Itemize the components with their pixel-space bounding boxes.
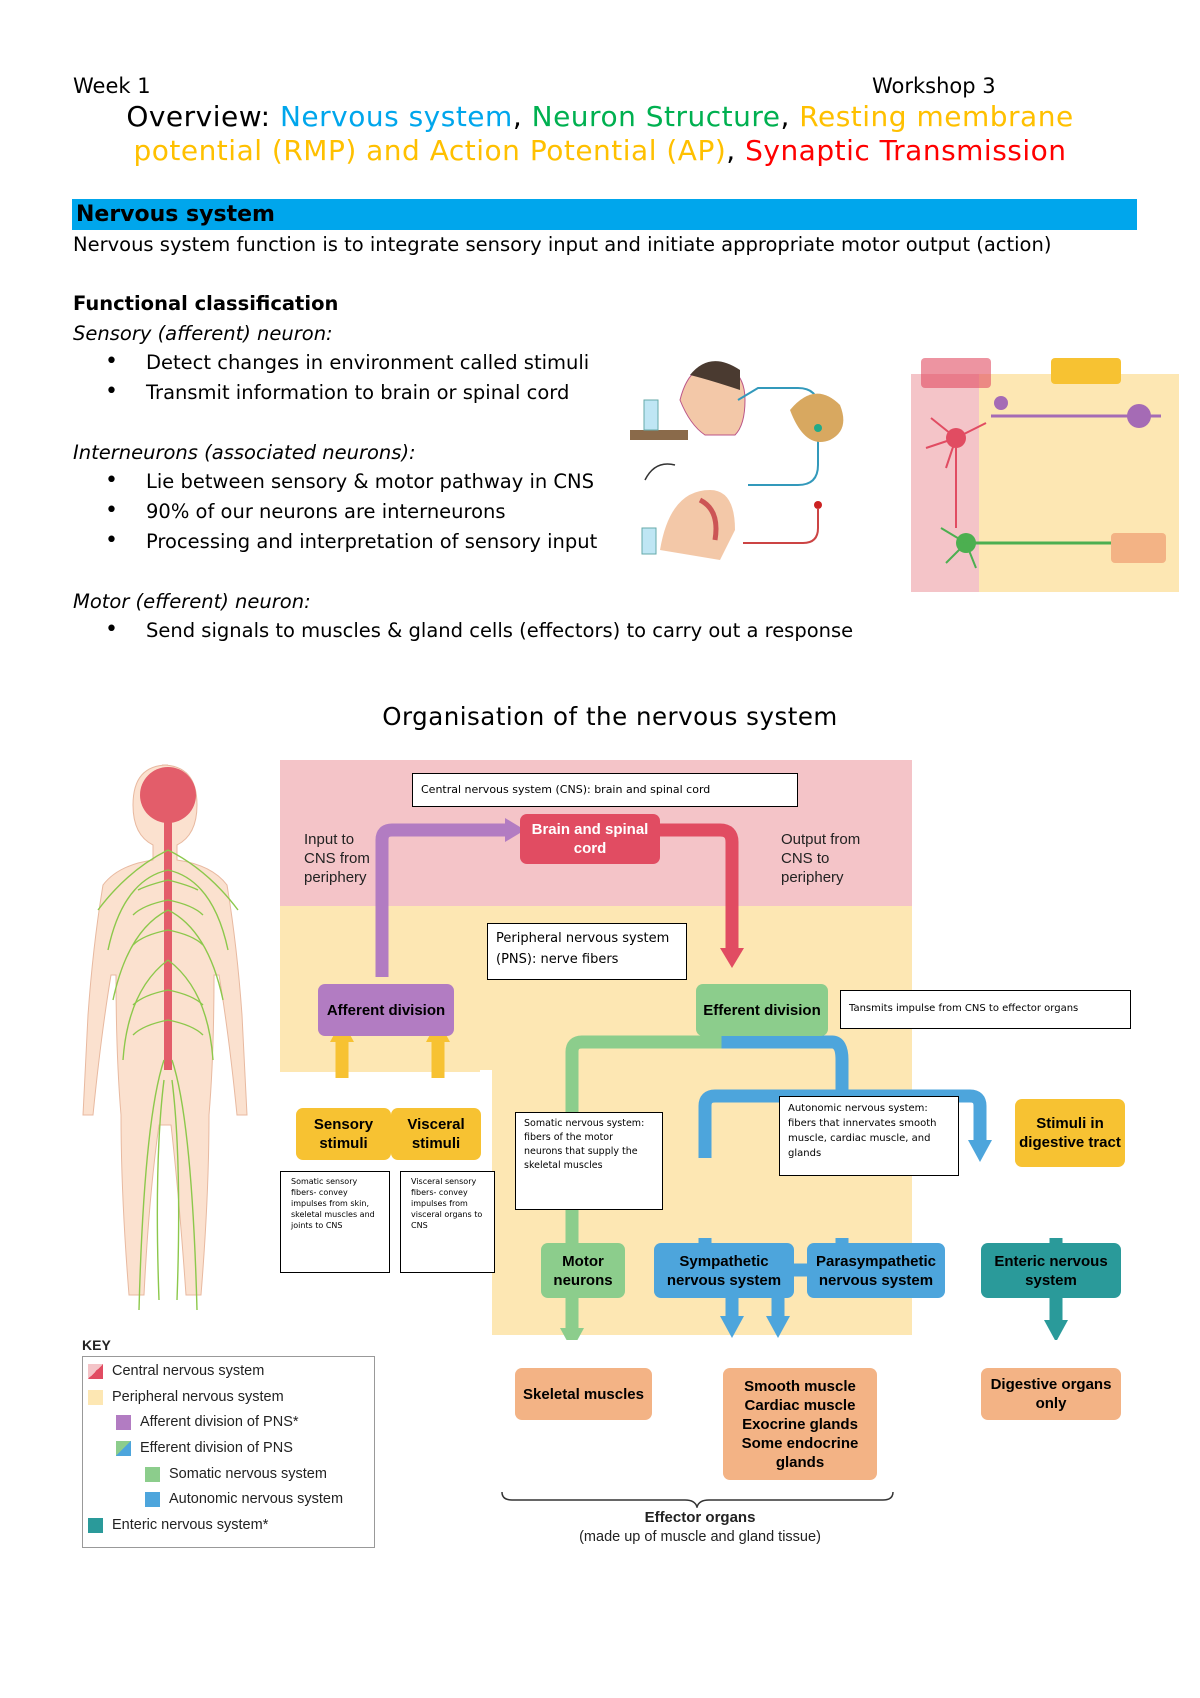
list-item: Processing and interpretation of sensory… xyxy=(105,530,597,553)
key-swatch xyxy=(145,1466,160,1482)
effector-organs-subtitle: (made up of muscle and gland tissue) xyxy=(579,1529,821,1545)
key-item-somatic: Somatic nervous system xyxy=(145,1466,327,1482)
motor-heading: Motor (efferent) neuron: xyxy=(73,590,311,613)
list-item: Lie between sensory & motor pathway in C… xyxy=(105,470,594,493)
topic-nervous-system: Nervous system xyxy=(279,100,513,133)
key-item-efferent: Efferent division of PNS xyxy=(116,1440,293,1456)
effector-item: Exocrine glands xyxy=(742,1415,858,1433)
effector-brace xyxy=(501,1491,894,1508)
key-item-afferent: Afferent division of PNS* xyxy=(116,1414,299,1430)
overview-title: Overview: Nervous system, Neuron Structu… xyxy=(126,100,1074,167)
output-label: Output from CNS to periphery xyxy=(781,831,861,886)
smooth-muscle-box: Smooth muscle Cardiac muscle Exocrine gl… xyxy=(723,1368,877,1480)
somatic-system-note: Somatic nervous system: fibers of the mo… xyxy=(515,1112,663,1210)
list-item: Transmit information to brain or spinal … xyxy=(105,381,569,404)
key-swatch xyxy=(116,1414,131,1430)
skeletal-muscles-box: Skeletal muscles xyxy=(515,1368,652,1420)
list-item: 90% of our neurons are interneurons xyxy=(105,500,506,523)
workshop-label: Workshop 3 xyxy=(872,74,996,98)
reflex-arc-illustration xyxy=(630,361,844,560)
motor-neurons-box: Motor neurons xyxy=(541,1243,625,1298)
neuron-caption xyxy=(911,592,1171,598)
parasympathetic-box: Parasympathetic nervous system xyxy=(807,1243,945,1298)
key-swatch xyxy=(145,1491,160,1507)
sensory-stimuli-box: Sensory stimuli xyxy=(296,1108,391,1160)
key-swatch xyxy=(88,1363,103,1379)
key-swatch xyxy=(88,1517,103,1533)
human-nervous-system-figure xyxy=(82,764,248,1311)
topic-synaptic: Synaptic Transmission xyxy=(745,134,1067,167)
effector-item: Some endocrine xyxy=(741,1434,859,1452)
cns-note: Central nervous system (CNS): brain and … xyxy=(412,773,798,807)
digestive-organs-box: Digestive organs only xyxy=(981,1368,1121,1420)
section-heading-bar: Nervous system xyxy=(72,199,1137,230)
list-item: Send signals to muscles & gland cells (e… xyxy=(105,619,853,642)
inter-heading: Interneurons (associated neurons): xyxy=(73,441,416,464)
autonomic-system-note: Autonomic nervous system: fibers that in… xyxy=(779,1096,959,1176)
section-heading: Nervous system xyxy=(76,202,275,227)
key-swatch xyxy=(116,1440,131,1456)
list-item: Detect changes in environment called sti… xyxy=(105,351,589,374)
efferent-note: Tansmits impulse from CNS to effector or… xyxy=(840,990,1131,1029)
overview-prefix: Overview: xyxy=(126,100,280,133)
week-label: Week 1 xyxy=(73,74,151,98)
diagram-title: Organisation of the nervous system xyxy=(382,702,838,731)
visceral-stimuli-box: Visceral stimuli xyxy=(391,1108,481,1160)
somatic-sensory-note: Somatic sensory fibers- convey impulses … xyxy=(280,1171,390,1273)
effector-item: Cardiac muscle xyxy=(744,1396,856,1414)
topic-rmp-ap: Resting membrane potential (RMP) and Act… xyxy=(133,100,1074,167)
sympathetic-box: Sympathetic nervous system xyxy=(654,1243,794,1298)
input-label: Input to CNS from periphery xyxy=(304,831,370,886)
key-item-cns: Central nervous system xyxy=(88,1363,264,1379)
pns-note: Peripheral nervous system (PNS): nerve f… xyxy=(487,923,687,980)
key-item-enteric: Enteric nervous system* xyxy=(88,1517,268,1533)
functional-heading: Functional classification xyxy=(73,292,339,315)
neuron-types-illustration xyxy=(911,358,1179,592)
afferent-division-box: Afferent division xyxy=(318,984,454,1036)
brain-spinal-cord-box: Brain and spinal cord xyxy=(520,814,660,864)
effector-organs-title: Effector organs xyxy=(644,1509,756,1526)
visceral-sensory-note: Visceral sensory fibers- convey impulses… xyxy=(400,1171,495,1273)
key-item-autonomic: Autonomic nervous system xyxy=(145,1491,343,1507)
key-title: KEY xyxy=(82,1337,111,1353)
sensory-heading: Sensory (afferent) neuron: xyxy=(73,322,333,345)
topic-neuron-structure: Neuron Structure xyxy=(531,100,781,133)
effector-item: Smooth muscle xyxy=(744,1377,856,1395)
key-item-pns: Peripheral nervous system xyxy=(88,1389,284,1405)
enteric-box: Enteric nervous system xyxy=(981,1243,1121,1298)
efferent-division-box: Efferent division xyxy=(696,984,828,1036)
section-intro: Nervous system function is to integrate … xyxy=(73,233,1052,256)
key-swatch xyxy=(88,1389,103,1405)
stimuli-digestive-box: Stimuli in digestive tract xyxy=(1015,1099,1125,1167)
effector-item: glands xyxy=(775,1453,825,1471)
key-legend xyxy=(82,1356,375,1548)
